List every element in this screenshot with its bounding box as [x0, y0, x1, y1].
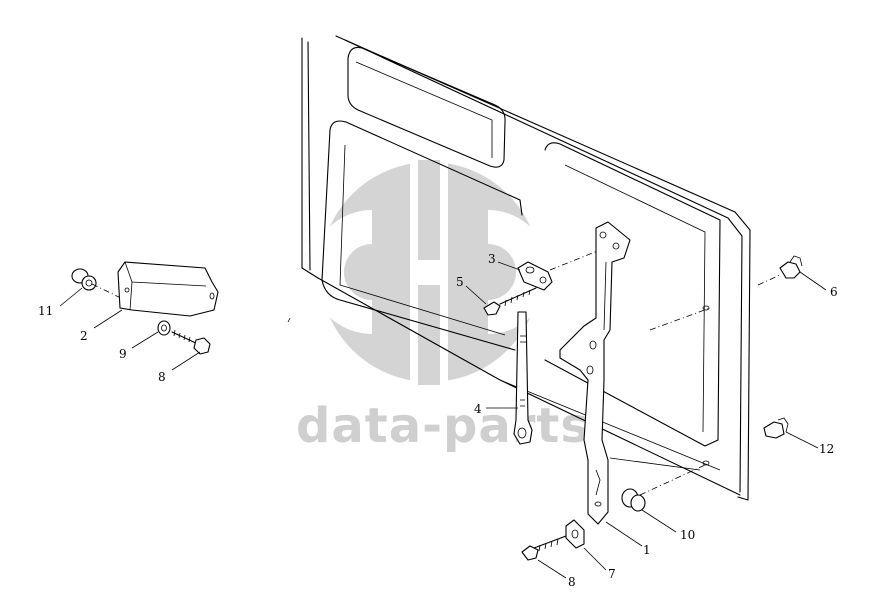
callout-8-right: 8 — [568, 575, 576, 589]
bumper-part-10 — [621, 488, 646, 512]
callout-11: 11 — [38, 304, 53, 318]
callout-3: 3 — [488, 252, 496, 266]
leader-9 — [131, 331, 159, 349]
leader-6 — [799, 271, 827, 291]
left-assembly — [71, 261, 219, 355]
callout-9: 9 — [119, 347, 127, 361]
center-assembly — [483, 261, 553, 445]
leader-8-left — [171, 351, 201, 371]
leader-3 — [497, 261, 521, 271]
callout-7: 7 — [608, 567, 616, 581]
callout-1: 1 — [643, 543, 651, 557]
bolt-part-8-right — [521, 535, 567, 561]
callout-4: 4 — [474, 402, 482, 416]
plate-part-7 — [565, 519, 585, 549]
tailgate-panel — [301, 35, 781, 501]
watermark: data-parts — [296, 150, 590, 454]
right-assembly — [521, 221, 803, 561]
callout-6: 6 — [830, 285, 838, 299]
leader-5 — [465, 285, 487, 305]
leader-11 — [59, 287, 83, 307]
leader-1 — [605, 521, 643, 547]
callout-2: 2 — [80, 329, 88, 343]
callout-10: 10 — [680, 528, 695, 542]
stopper-part-11 — [71, 268, 97, 291]
leader-10 — [641, 509, 677, 533]
watermark-logo-icon — [310, 150, 550, 390]
callout-12: 12 — [819, 442, 834, 456]
pivot-part-3 — [517, 261, 553, 291]
bracket-part-2 — [117, 261, 219, 317]
leader-lines — [59, 261, 827, 579]
washer-part-9 — [157, 320, 171, 336]
leader-2 — [93, 309, 123, 329]
clip-part-12 — [763, 417, 789, 439]
leader-7 — [583, 547, 607, 571]
link-part-4 — [513, 311, 533, 445]
callout-5: 5 — [456, 275, 464, 289]
watermark-text: data-parts — [296, 398, 590, 454]
clip-part-6 — [779, 255, 803, 279]
strap-part-1 — [559, 221, 631, 525]
leader-12 — [785, 431, 819, 449]
leader-8-right — [537, 559, 567, 579]
callouts: 11 2 9 8 3 5 4 6 12 10 1 7 8 — [38, 252, 838, 589]
stray-mark — [287, 317, 291, 323]
bolt-part-8-left — [171, 329, 211, 355]
callout-8-left: 8 — [158, 370, 166, 384]
screw-part-5 — [483, 287, 537, 316]
